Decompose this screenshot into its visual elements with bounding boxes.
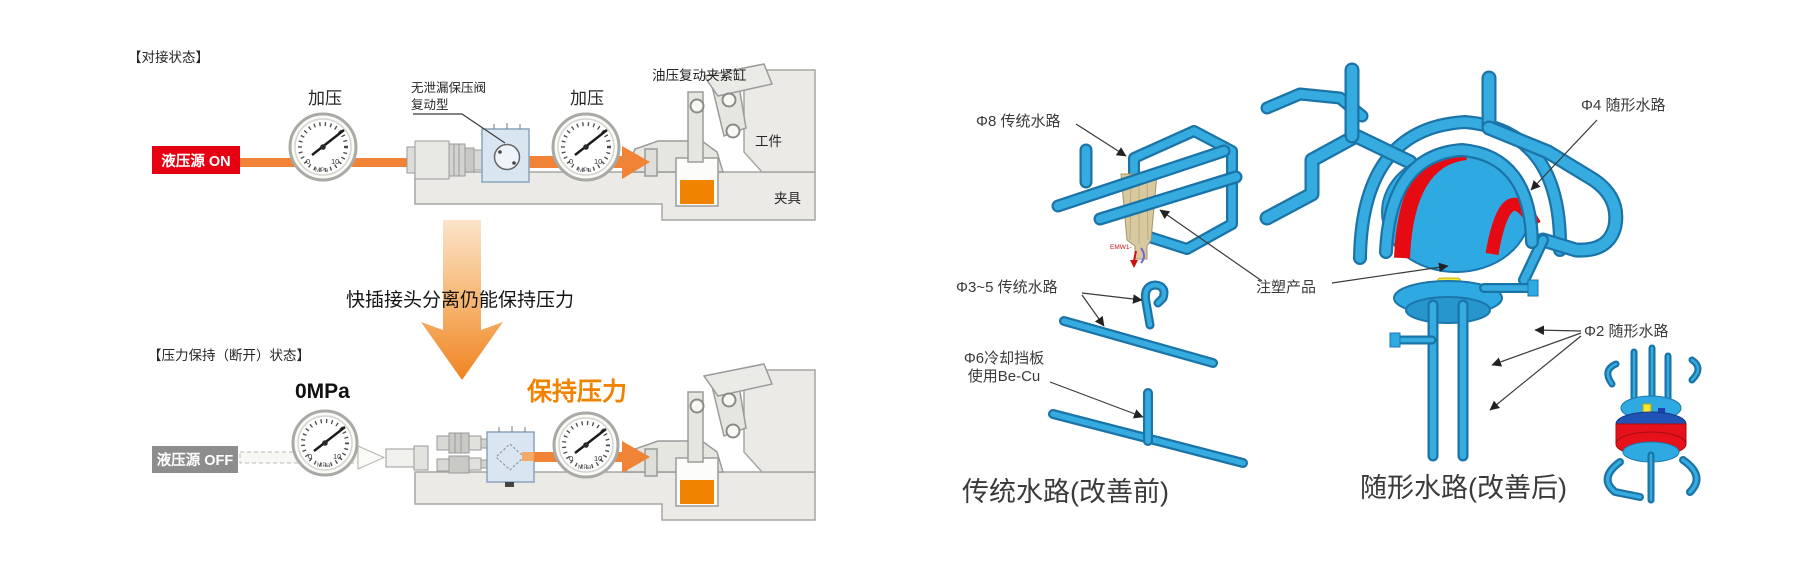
svg-text:10: 10 [331,157,339,166]
label-phi8-traditional: Φ8 传统水路 [976,113,1061,130]
conformal-inset [1603,344,1702,504]
caption-before: 传统水路(改善前) [962,477,1169,507]
disconnected-plug [385,445,429,471]
annotation-leaders [1049,119,1598,419]
hold-pressure-label: 保持压力 [527,378,628,406]
pressurize-label-1: 加压 [308,89,342,108]
svg-text:10: 10 [333,452,341,461]
conformal-waterway-figure [1259,62,1624,462]
state-holding-label: 【压力保持（断开）状态】 [148,348,310,363]
valve-label-line2: 复动型 [411,97,449,112]
svg-text:0: 0 [569,454,573,463]
transition-note: 快插接头分离仍能保持压力 [346,290,575,311]
transition-arrow [421,220,503,380]
caption-after: 随形水路(改善后) [1360,473,1567,503]
svg-text:10: 10 [594,157,602,166]
label-phi6-line2: 使用Be-Cu [967,368,1041,385]
svg-text:MPa: MPa [315,167,329,174]
red-flow-arrow [1133,250,1137,262]
label-phi6-baffle: Φ6冷却挡板 使用Be-Cu [948,350,1060,386]
label-molded-product: 注塑产品 [1256,279,1317,296]
svg-text:0: 0 [308,452,312,461]
tiny-marking-text: EMW1- [1110,244,1132,251]
pressure-gauge-bottom-1: 0 10 MPa [291,409,359,477]
svg-text:MPa: MPa [578,167,592,174]
valve-label-leader [413,113,506,144]
valve-label: 无泄漏保压阀 复动型 [411,80,486,114]
traditional-waterway-figure: EMW1- [1048,125,1248,468]
label-phi2-conformal: Φ2 随形水路 [1584,323,1669,340]
pressure-gauge-top-2: 0 10 MPa [551,112,621,182]
holding-valve-top [481,123,530,183]
svg-text:MPa: MPa [317,462,331,469]
hydraulic-source-off-badge: 液压源 OFF [152,446,238,473]
label-phi3-5-traditional: Φ3~5 传统水路 [956,279,1058,296]
svg-text:10: 10 [594,454,602,463]
quick-coupler-bottom [436,432,488,474]
svg-text:0: 0 [306,157,310,166]
label-phi4-conformal: Φ4 随形水路 [1581,97,1666,114]
workpiece-label: 工件 [755,134,782,149]
pressure-gauge-top-1: 0 10 MPa [288,112,358,182]
svg-text:0: 0 [569,157,573,166]
pressurize-label-2: 加压 [570,89,604,108]
hydraulic-source-on-badge: 液压源 ON [152,146,240,174]
quick-coupler-top [406,140,483,180]
svg-text:MPa: MPa [578,464,592,471]
state-docked-label: 【对接状态】 [128,50,209,65]
pressure-gauge-bottom-2: 0 10 MPa [552,411,620,479]
fixture-label: 夹具 [774,191,801,206]
label-phi6-line1: Φ6冷却挡板 [963,350,1045,367]
holding-valve-bottom [486,426,535,487]
cylinder-label: 油压复动夹紧缸 [652,68,747,83]
zero-pressure-label: 0MPa [295,380,350,403]
valve-label-line1: 无泄漏保压阀 [411,81,487,95]
